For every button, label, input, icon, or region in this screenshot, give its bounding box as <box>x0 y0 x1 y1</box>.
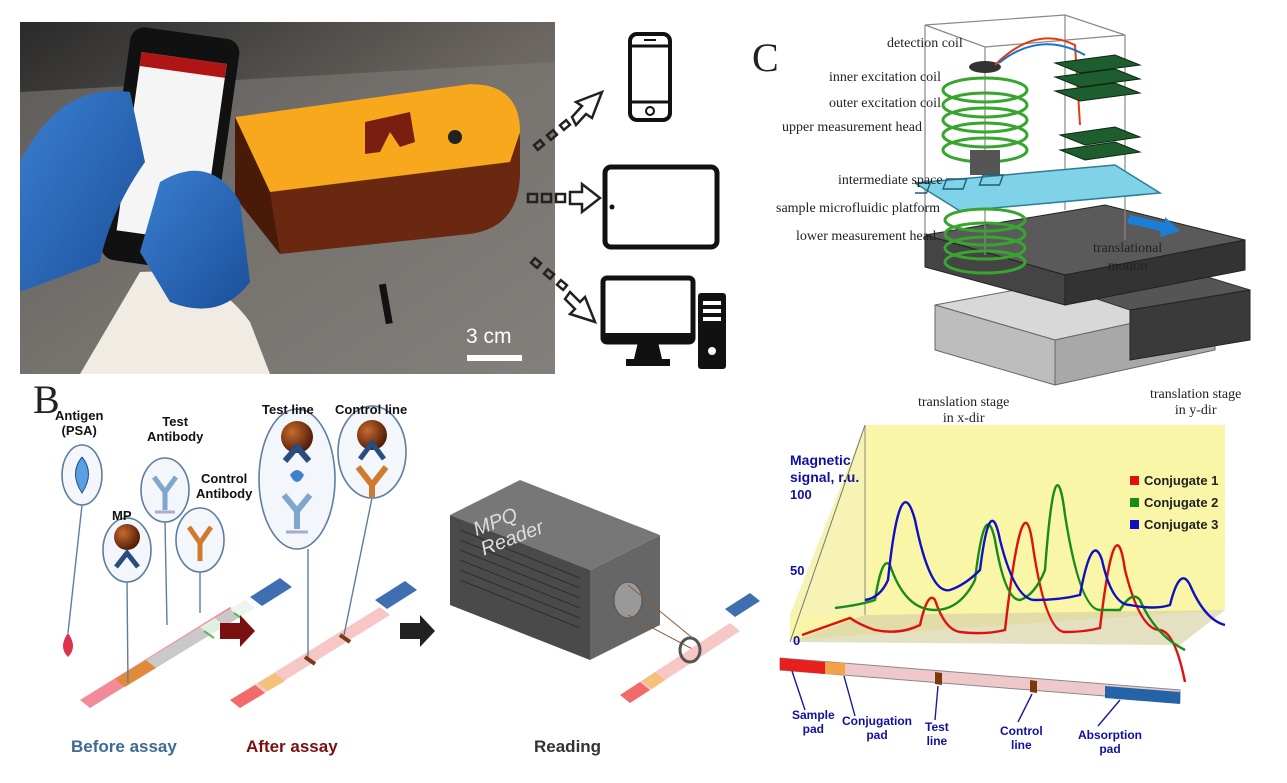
ytick-100: 100 <box>790 487 812 502</box>
strip-label-control-line: Control line <box>1000 724 1043 752</box>
caption-reading: Reading <box>534 737 602 756</box>
label-stage-x: translation stage in x-dir <box>918 395 1010 426</box>
ytick-50: 50 <box>790 563 805 578</box>
strip-label-absorption-pad: Absorption pad <box>1078 728 1142 756</box>
strip-label-test-line: Test line <box>925 720 949 748</box>
label-outer-coil: outer excitation coil <box>829 96 941 111</box>
label-lower-head: lower measurement head <box>796 229 936 244</box>
desktop-icon <box>600 275 726 369</box>
label-upper-head: upper measurement head <box>782 120 922 135</box>
label-antigen: Antigen (PSA) <box>55 408 104 438</box>
phone-icon <box>628 32 672 122</box>
label-detection-coil: detection coil <box>887 36 963 51</box>
strip-label-sample-pad: Sample pad <box>792 708 835 736</box>
connectivity-arrows <box>526 89 605 324</box>
legend-item-conjugate-3: Conjugate 3 <box>1130 514 1218 536</box>
caption-after-assay: After assay <box>246 737 338 756</box>
strip-label-conjugation-pad: Conjugation pad <box>842 714 912 742</box>
label-test-line: Test line <box>262 402 314 417</box>
caption-before-assay: Before assay <box>71 737 177 756</box>
tablet-icon <box>602 164 720 250</box>
label-translational-motion: translational motion <box>1093 241 1163 274</box>
chart-series-group <box>801 484 1226 683</box>
measurement-head-schematic <box>915 14 1251 386</box>
series-line-1 <box>801 521 1187 683</box>
legend-item-conjugate-2: Conjugate 2 <box>1130 492 1218 514</box>
label-platform: sample microfluidic platform <box>776 201 941 216</box>
chart-ylabel: Magnetic signal, r.u. <box>790 452 860 485</box>
label-control-line: Control line <box>335 402 408 417</box>
device-photo <box>20 22 555 374</box>
scale-bar-label: 3 cm <box>466 325 512 348</box>
series-line-3 <box>864 501 1226 627</box>
panel-label-c: C <box>752 35 779 80</box>
label-inner-coil: inner excitation coil <box>829 70 941 85</box>
label-test-antibody: Test Antibody <box>147 414 204 444</box>
lateral-flow-strips <box>61 405 760 708</box>
chart-legend: Conjugate 1 Conjugate 2 Conjugate 3 <box>1130 470 1218 536</box>
magnetic-signal-chart <box>779 424 1226 727</box>
panel-label-b: B <box>33 377 60 422</box>
label-mp: MP <box>112 508 132 523</box>
label-stage-y: translation stage in y-dir <box>1150 387 1242 418</box>
ytick-0: 0 <box>793 633 801 648</box>
legend-item-conjugate-1: Conjugate 1 <box>1130 470 1218 492</box>
label-intermediate-space: intermediate space <box>838 173 943 188</box>
label-control-antibody: Control Antibody <box>196 471 253 501</box>
series-line-2 <box>834 484 1186 652</box>
